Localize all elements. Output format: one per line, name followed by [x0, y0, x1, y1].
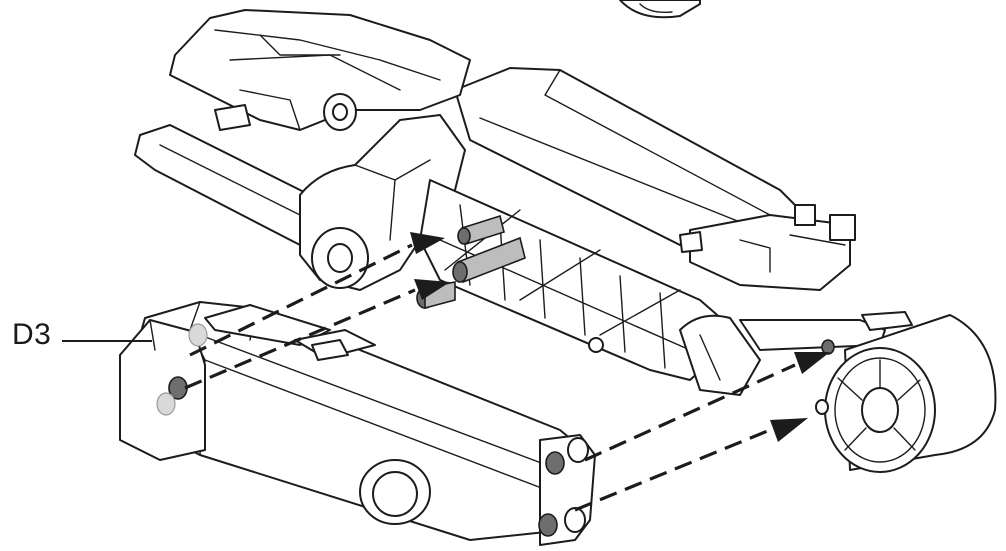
arrow-line-1	[189, 243, 413, 357]
rotation-arrow-icon	[619, 0, 701, 19]
wheel-drum	[815, 314, 997, 473]
arrow-line-4	[574, 428, 771, 512]
callout-label-d3: D3	[12, 318, 52, 351]
arrowhead-3	[794, 352, 830, 374]
arrowhead-1	[410, 232, 445, 254]
arrow-line-2	[184, 288, 416, 390]
assembly-arrows	[184, 232, 830, 512]
arrowhead-4	[770, 418, 808, 442]
arrowhead-2	[414, 279, 450, 300]
lower-frame-arm	[119, 301, 596, 546]
arrow-line-3	[584, 363, 796, 462]
